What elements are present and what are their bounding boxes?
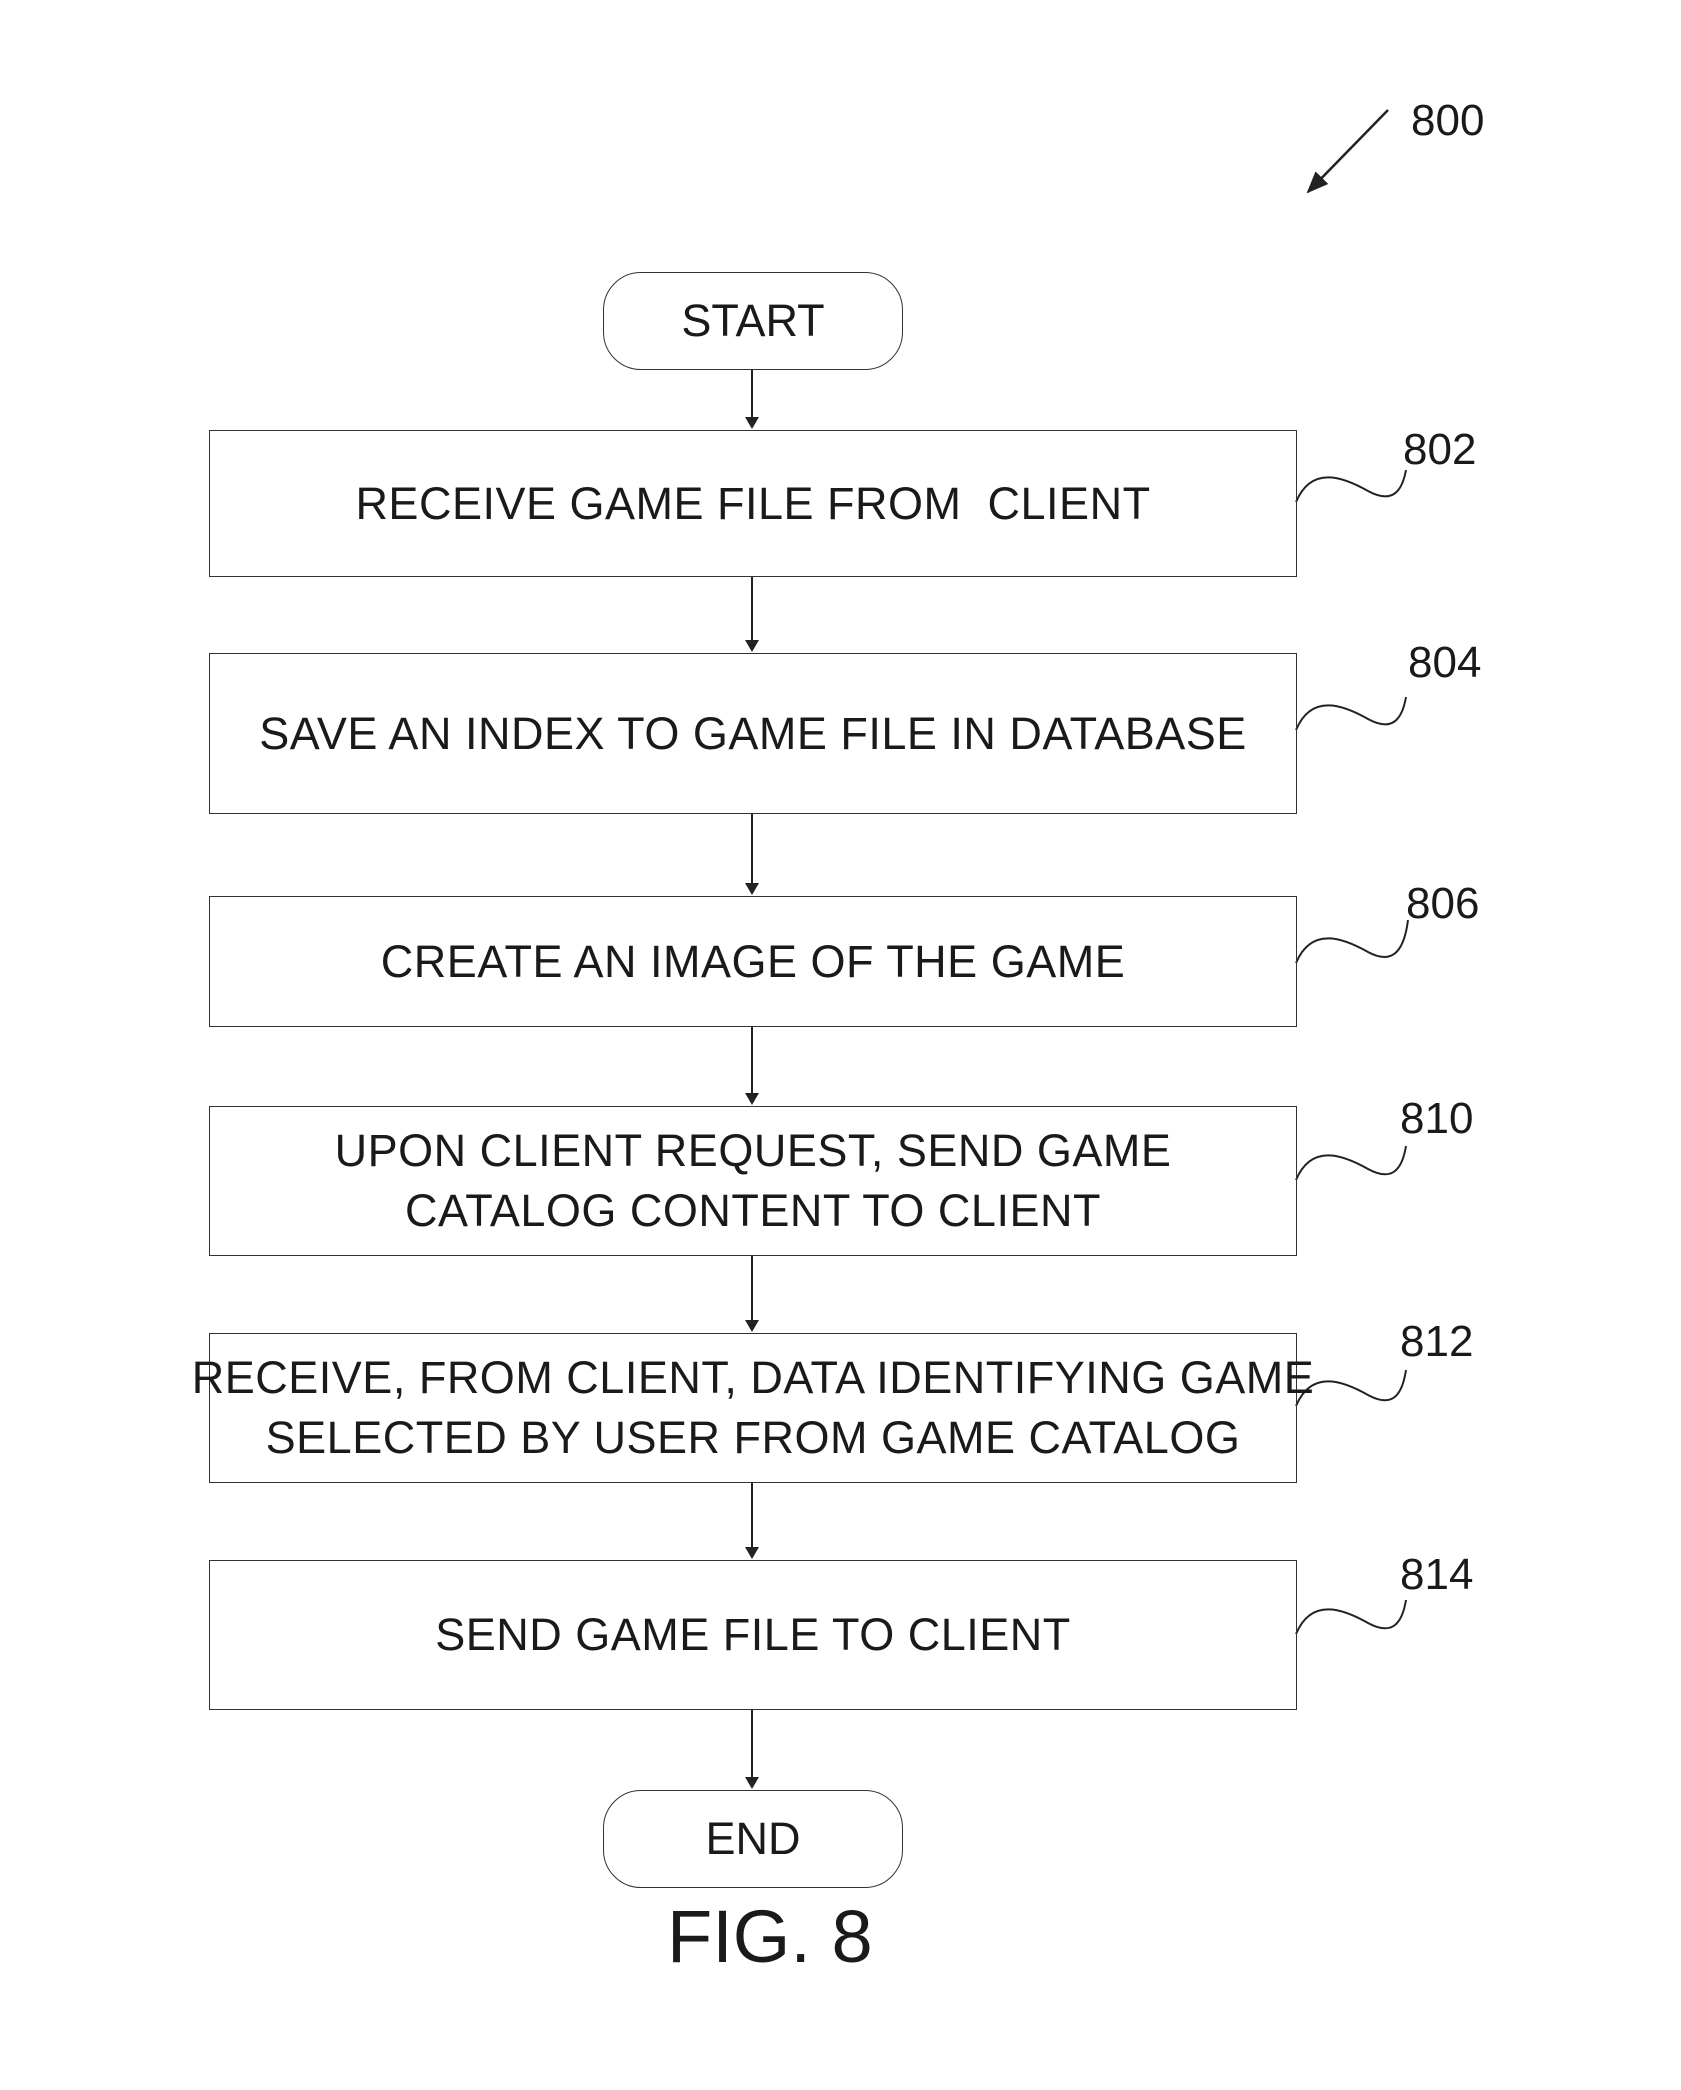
figure-caption: FIG. 8 <box>667 1894 873 1979</box>
step-802-ref: 802 <box>1403 425 1476 475</box>
end-terminal: END <box>603 1790 903 1888</box>
step-806-text: CREATE AN IMAGE OF THE GAME <box>381 932 1125 992</box>
step-812-text: RECEIVE, FROM CLIENT, DATA IDENTIFYING G… <box>192 1348 1314 1468</box>
step-804-text: SAVE AN INDEX TO GAME FILE IN DATABASE <box>259 704 1247 764</box>
step-810-text: UPON CLIENT REQUEST, SEND GAME CATALOG C… <box>335 1121 1172 1241</box>
step-814-ref: 814 <box>1400 1550 1473 1600</box>
step-806-ref: 806 <box>1406 879 1479 929</box>
step-810-ref: 810 <box>1400 1094 1473 1144</box>
end-label: END <box>705 1813 800 1865</box>
step-802-box: RECEIVE GAME FILE FROM CLIENT <box>209 430 1297 577</box>
leader-804 <box>1296 697 1406 730</box>
leader-802 <box>1296 470 1406 502</box>
step-806-box: CREATE AN IMAGE OF THE GAME <box>209 896 1297 1027</box>
step-812-box: RECEIVE, FROM CLIENT, DATA IDENTIFYING G… <box>209 1333 1297 1483</box>
step-802-text: RECEIVE GAME FILE FROM CLIENT <box>355 474 1150 534</box>
step-814-text: SEND GAME FILE TO CLIENT <box>435 1605 1070 1665</box>
leader-814 <box>1296 1600 1406 1634</box>
figure-ref-number: 800 <box>1411 96 1484 146</box>
step-804-box: SAVE AN INDEX TO GAME FILE IN DATABASE <box>209 653 1297 814</box>
step-804-ref: 804 <box>1408 638 1481 688</box>
step-812-ref: 812 <box>1400 1317 1473 1367</box>
figure-ref-arrow <box>1308 110 1388 192</box>
step-814-box: SEND GAME FILE TO CLIENT <box>209 1560 1297 1710</box>
step-810-box: UPON CLIENT REQUEST, SEND GAME CATALOG C… <box>209 1106 1297 1256</box>
start-label: START <box>681 295 824 347</box>
leader-806 <box>1296 920 1408 963</box>
leader-810 <box>1296 1146 1406 1180</box>
start-terminal: START <box>603 272 903 370</box>
